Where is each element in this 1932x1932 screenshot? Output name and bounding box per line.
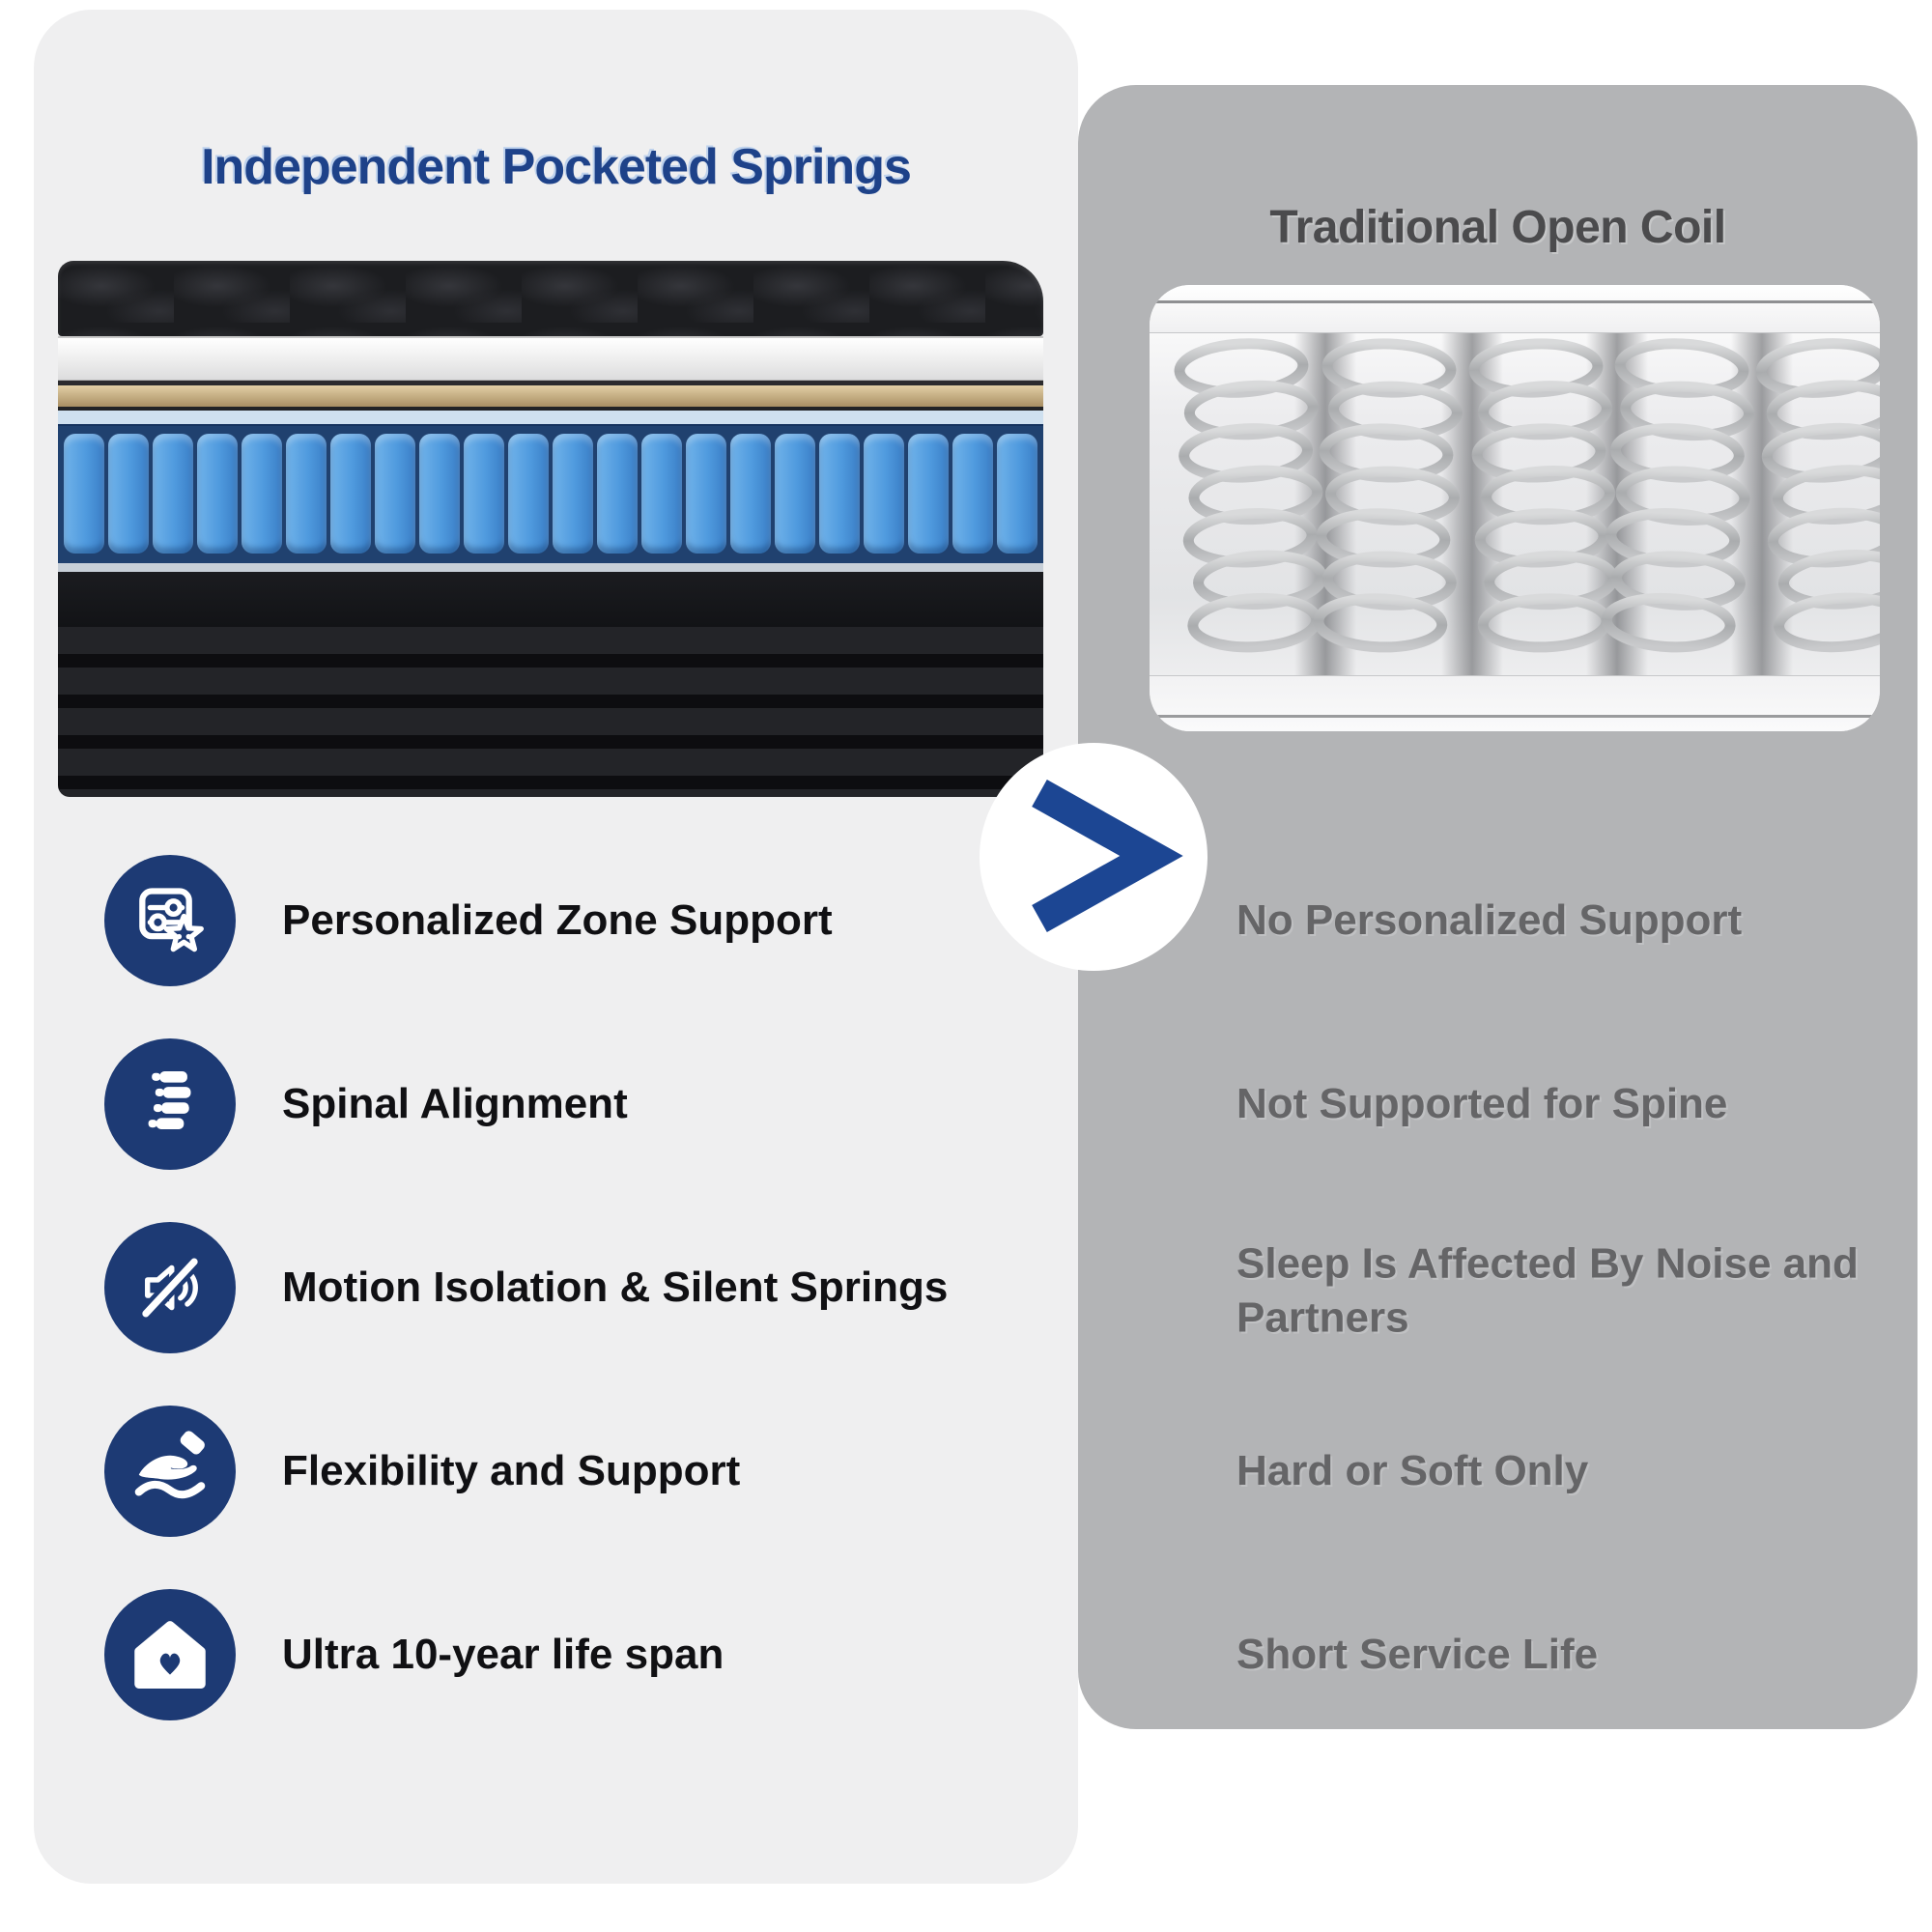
pocketed-spring-cylinder: [730, 434, 771, 554]
zone-support-sliders-star-icon: [104, 855, 236, 986]
coil-springs-illustration: [1150, 333, 1880, 683]
coil-bottom-rail: [1150, 675, 1880, 731]
pocketed-spring-cylinder: [864, 434, 904, 554]
feature-label: Flexibility and Support: [282, 1447, 741, 1494]
pocketed-spring-cylinder: [375, 434, 415, 554]
pocketed-spring-cylinder: [952, 434, 993, 554]
feature-label: Spinal Alignment: [282, 1080, 628, 1127]
pocketed-spring-cylinder: [908, 434, 949, 554]
mattress-layer-divider: [58, 381, 1043, 385]
con-row-short-service-life: Short Service Life: [1236, 1630, 1599, 1678]
pocketed-spring-cylinder: [553, 434, 593, 554]
feature-row-spinal-alignment: Spinal Alignment: [104, 1038, 628, 1170]
pocketed-spring-cylinder: [242, 434, 282, 554]
pocketed-spring-cylinder: [775, 434, 815, 554]
right-panel-title: Traditional Open Coil: [1269, 201, 1726, 253]
pocketed-spring-cylinder: [108, 434, 149, 554]
con-row-not-supported-spine: Not Supported for Spine: [1236, 1079, 1728, 1127]
chevron-right-icon: [1032, 780, 1183, 932]
mattress-pillow-top: [58, 261, 1043, 336]
pocketed-spring-cylinder: [286, 434, 327, 554]
muted-speaker-icon: [104, 1222, 236, 1353]
pocketed-spring-cylinder: [330, 434, 371, 554]
feature-row-zone-support: Personalized Zone Support: [104, 855, 833, 986]
pocketed-spring-cylinder: [64, 434, 104, 554]
mattress-comfort-layer: [58, 411, 1043, 426]
feature-label: Motion Isolation & Silent Springs: [282, 1264, 949, 1311]
mattress-base-quilted: [58, 627, 1043, 797]
open-coil-image: [1150, 285, 1880, 731]
hand-flexibility-icon: [104, 1406, 236, 1537]
pocketed-spring-cylinder: [686, 434, 726, 554]
pocketed-spring-cylinder: [597, 434, 638, 554]
spine-icon: [104, 1038, 236, 1170]
pocketed-spring-cylinder: [508, 434, 549, 554]
feature-label: Ultra 10-year life span: [282, 1631, 724, 1678]
mattress-quilt-layer: [58, 336, 1043, 381]
pocketed-spring-cylinder: [819, 434, 860, 554]
mattress-base-upper: [58, 572, 1043, 627]
pocketed-spring-cylinder: [153, 434, 193, 554]
pocketed-spring-cylinder: [641, 434, 682, 554]
left-panel-title: Independent Pocketed Springs: [201, 138, 912, 195]
pocketed-springs-row: [58, 426, 1043, 563]
feature-label: Personalized Zone Support: [282, 896, 833, 944]
house-heart-icon: [104, 1589, 236, 1720]
feature-row-flexibility: Flexibility and Support: [104, 1406, 740, 1537]
mattress-base-trim: [58, 563, 1043, 572]
coil-top-rail: [1150, 285, 1880, 333]
con-row-hard-or-soft: Hard or Soft Only: [1236, 1446, 1589, 1494]
con-row-no-personalized-support: No Personalized Support: [1236, 895, 1743, 944]
pocketed-spring-cylinder: [197, 434, 238, 554]
pocketed-springs-mattress-image: [58, 261, 1043, 797]
con-row-noise: Sleep Is Affected By Noise and Partners: [1236, 1239, 1859, 1342]
mattress-foam-layer: [58, 385, 1043, 407]
comparison-divider: [980, 743, 1208, 971]
feature-row-motion-isolation: Motion Isolation & Silent Springs: [104, 1222, 948, 1353]
mattress-layer-divider: [58, 407, 1043, 411]
feature-row-life-span: Ultra 10-year life span: [104, 1589, 724, 1720]
pocketed-spring-cylinder: [419, 434, 460, 554]
pocketed-spring-cylinder: [464, 434, 504, 554]
pocketed-spring-cylinder: [997, 434, 1037, 554]
